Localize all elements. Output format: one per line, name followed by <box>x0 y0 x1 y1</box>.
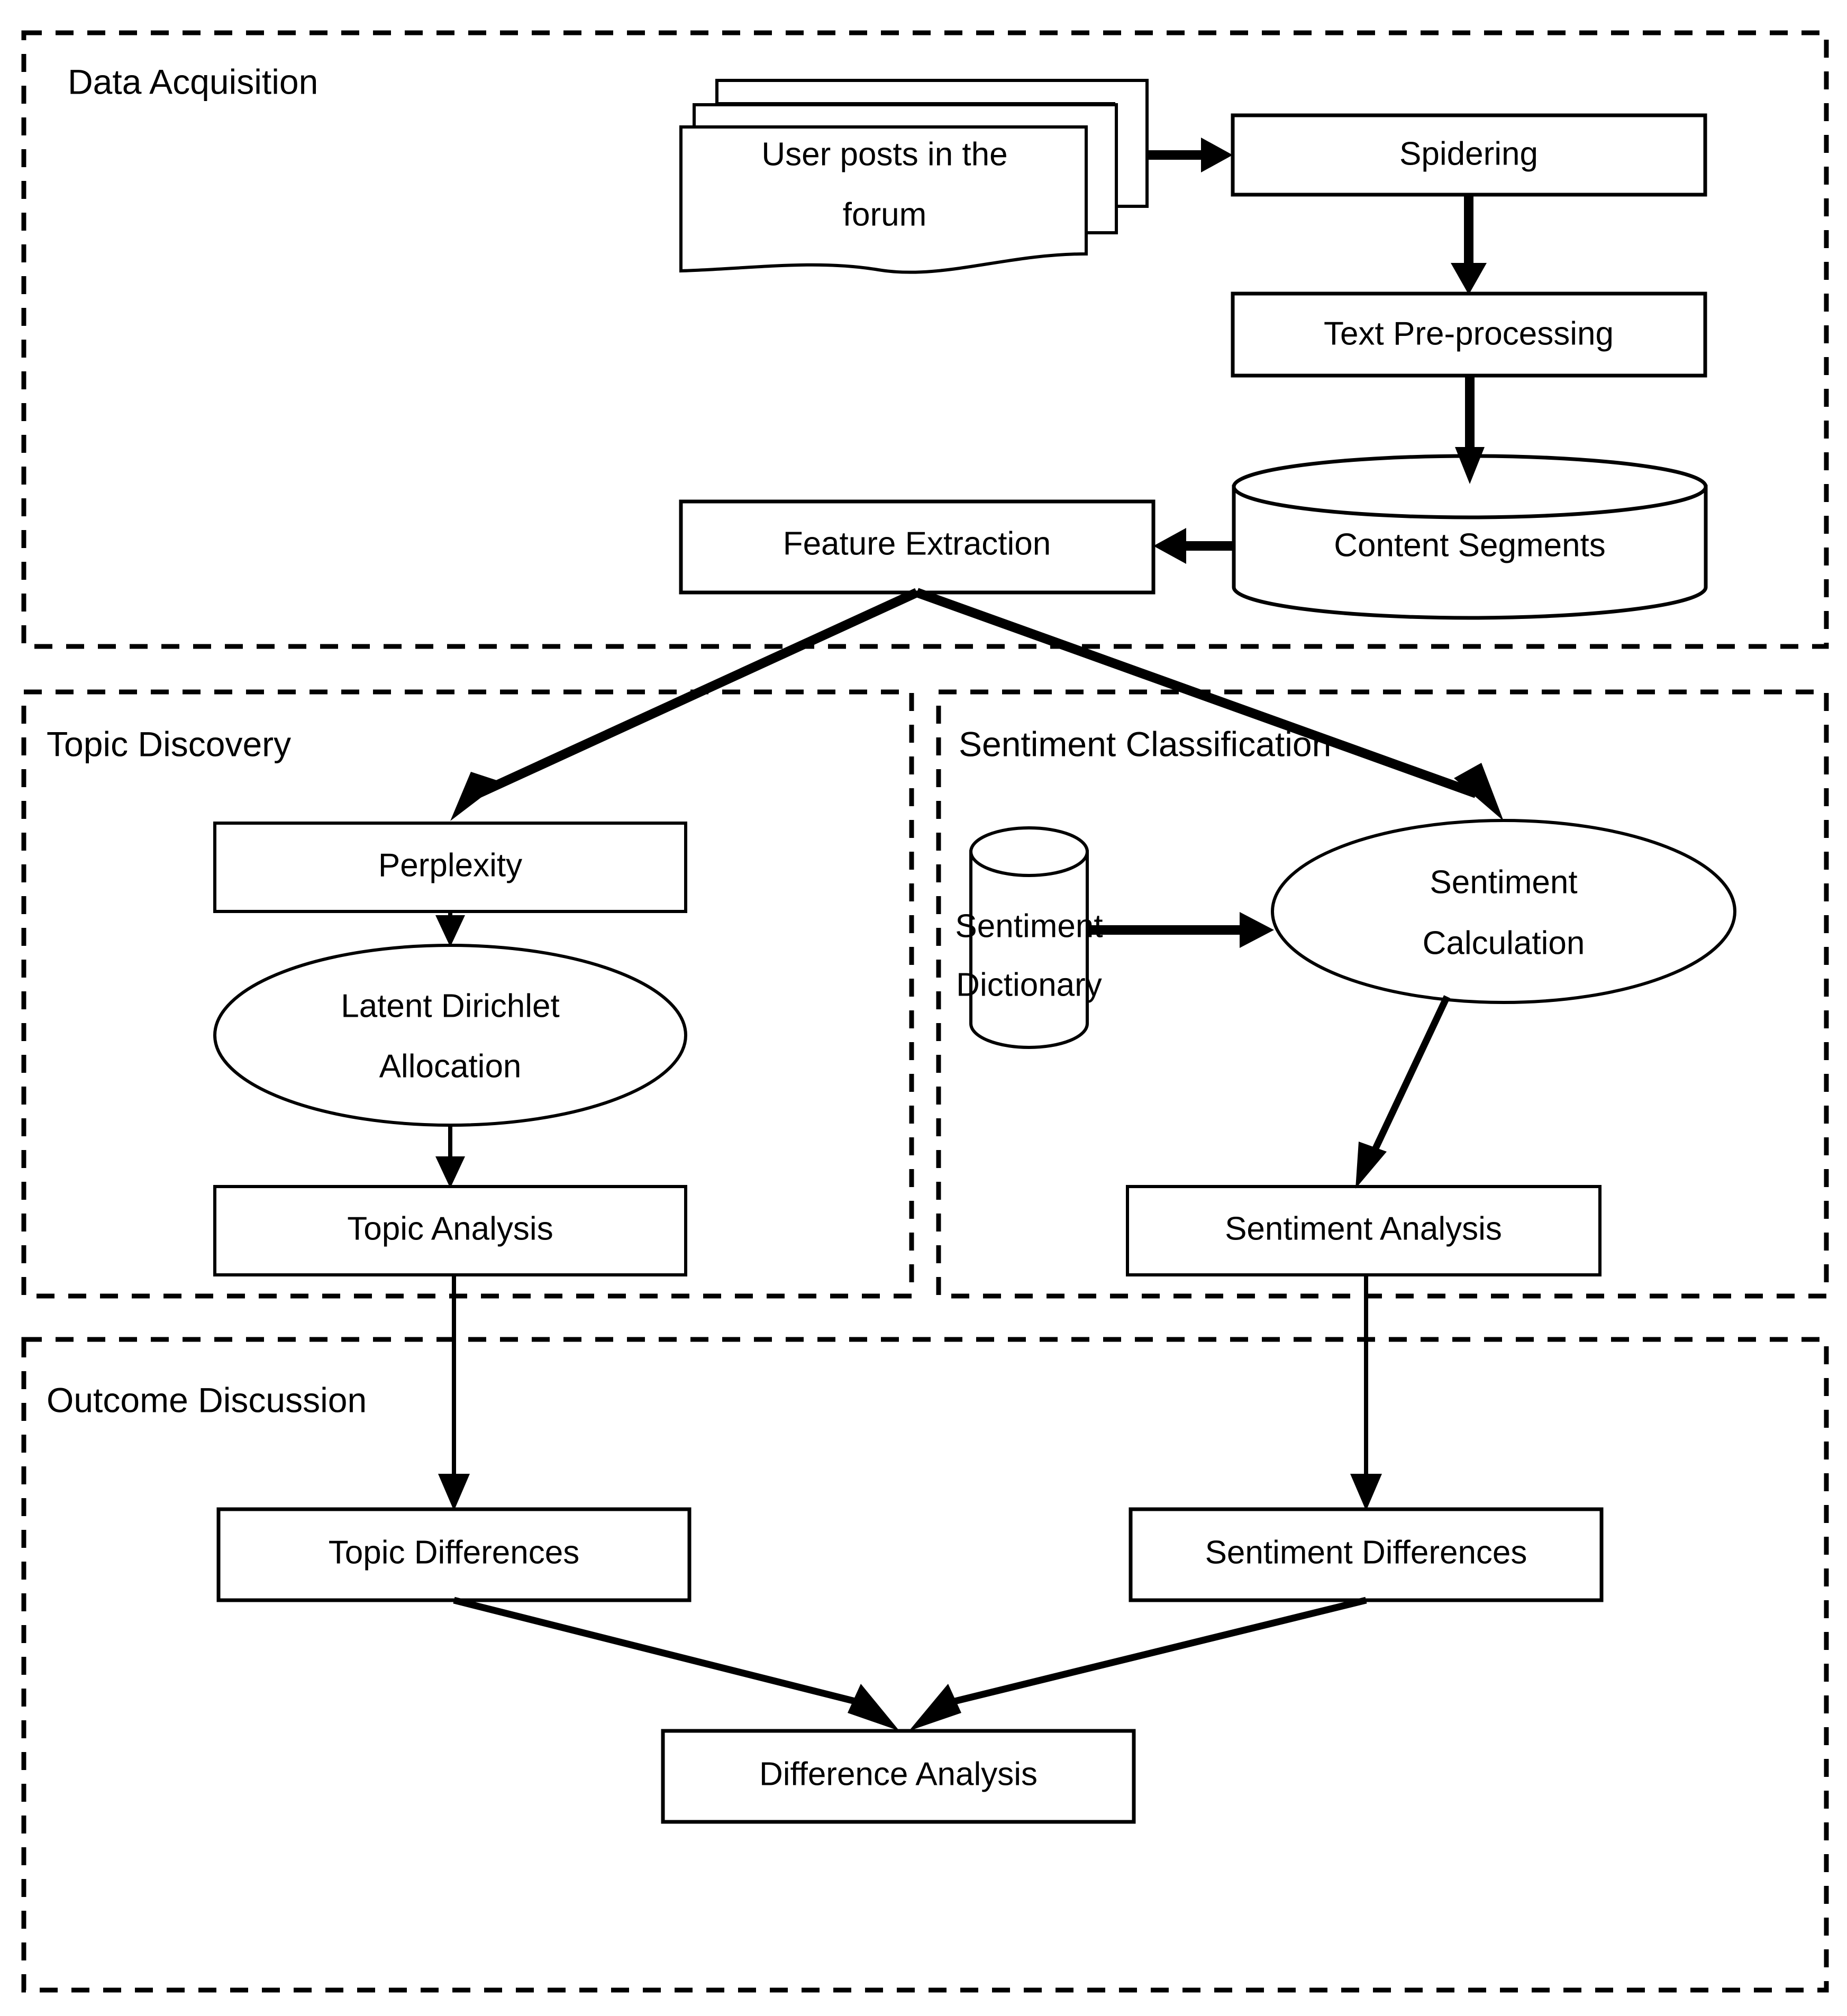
arrowhead-perplexity <box>450 772 502 821</box>
edge-topic-differences-to-difference-analysis <box>453 1597 899 1731</box>
user-posts-sheet-front <box>679 125 1088 274</box>
difference-analysis-box <box>661 1729 1136 1824</box>
arrowhead-sentiment-differences <box>1350 1474 1382 1511</box>
topic-differences-label: Topic Differences <box>329 1534 579 1571</box>
sentiment-analysis-label: Sentiment Analysis <box>1225 1210 1502 1247</box>
sentiment-calculation-label-line2: Calculation <box>1423 925 1585 961</box>
node-perplexity[interactable]: Perplexity <box>213 822 687 913</box>
arrowhead-lda <box>435 915 465 947</box>
edge-sentiment-calculation-to-sentiment-analysis <box>1355 995 1450 1189</box>
node-spidering[interactable]: Spidering <box>1231 113 1707 197</box>
arrowhead-sentiment-calculation <box>1454 763 1504 821</box>
user-posts-label-line2: forum <box>843 196 926 233</box>
sentiment-dictionary-label-line2: Dictionary <box>956 966 1102 1003</box>
text-preprocessing-label: Text Pre-processing <box>1324 315 1614 352</box>
feature-extraction-label: Feature Extraction <box>783 525 1051 562</box>
group-label-data-acquisition: Data Acquisition <box>68 62 318 101</box>
sentiment-calculation-label-line1: Sentiment <box>1430 864 1577 900</box>
edge-content-segments-to-feature-extraction <box>1153 528 1234 564</box>
text-preprocessing-box <box>1231 291 1707 378</box>
node-topic-differences[interactable]: Topic Differences <box>216 1507 692 1602</box>
node-sentiment-differences[interactable]: Sentiment Differences <box>1129 1507 1604 1602</box>
group-frame-outcome-discussion <box>21 1337 1829 1993</box>
node-feature-extraction[interactable]: Feature Extraction <box>679 499 1155 595</box>
edge-user-posts-to-spidering <box>1147 138 1233 172</box>
arrowhead-difference-analysis-right <box>909 1684 961 1731</box>
content-segments-label: Content Segments <box>1334 527 1606 563</box>
arrowhead-content-segments <box>1455 447 1485 484</box>
edge-text-preprocessing-to-content-segments <box>1455 376 1485 484</box>
lda-label-line1: Latent Dirichlet <box>341 988 560 1024</box>
edge-topic-analysis-to-topic-differences <box>438 1275 470 1511</box>
edge-feature-extraction-to-perplexity <box>450 588 919 821</box>
sentiment-calculation-ellipse <box>1271 819 1736 1004</box>
edge-sentiment-analysis-to-sentiment-differences <box>1350 1275 1382 1511</box>
sentiment-dictionary-body <box>969 850 1089 1049</box>
arrowhead-feature-extraction <box>1153 528 1186 564</box>
sentiment-differences-label: Sentiment Differences <box>1205 1534 1527 1571</box>
node-content-segments[interactable]: Content Segments <box>1232 454 1708 620</box>
arrowhead-topic-analysis <box>435 1156 465 1188</box>
topic-analysis-box <box>213 1185 687 1276</box>
edge-perplexity-to-lda <box>435 911 465 947</box>
user-posts-label-line1: User posts in the <box>761 136 1007 172</box>
lda-label-line2: Allocation <box>379 1048 522 1084</box>
edge-spidering-to-text-preprocessing <box>1451 195 1487 295</box>
group-label-topic-discovery: Topic Discovery <box>47 724 291 763</box>
edge-sentiment-dictionary-to-sentiment-calculation <box>1087 912 1274 948</box>
arrowhead-sentiment-calculation-from-dict <box>1240 912 1274 948</box>
edge-lda-to-topic-analysis <box>435 1125 465 1188</box>
perplexity-box <box>213 822 687 913</box>
content-segments-body <box>1232 485 1708 620</box>
node-sentiment-analysis[interactable]: Sentiment Analysis <box>1126 1185 1602 1276</box>
node-sentiment-calculation[interactable]: Sentiment Calculation <box>1271 819 1736 1004</box>
difference-analysis-label: Difference Analysis <box>759 1756 1038 1792</box>
group-frame-sentiment-classification <box>936 689 1829 1299</box>
node-topic-analysis[interactable]: Topic Analysis <box>213 1185 687 1276</box>
node-user-posts[interactable]: User posts in the forum <box>679 79 1149 274</box>
arrowhead-spidering <box>1201 138 1233 172</box>
arrowhead-topic-differences <box>438 1474 470 1511</box>
sentiment-differences-box <box>1129 1507 1604 1602</box>
spidering-label: Spidering <box>1399 135 1538 172</box>
node-difference-analysis[interactable]: Difference Analysis <box>661 1729 1136 1824</box>
topic-differences-box <box>216 1507 692 1602</box>
group-frame-topic-discovery <box>21 689 914 1299</box>
node-lda[interactable]: Latent Dirichlet Allocation <box>213 944 687 1127</box>
sentiment-analysis-box <box>1126 1185 1602 1276</box>
sentiment-dictionary-top <box>969 826 1089 877</box>
arrowhead-text-preprocessing <box>1451 263 1487 295</box>
perplexity-label: Perplexity <box>378 847 522 883</box>
edge-feature-extraction-to-sentiment-calculation <box>915 588 1504 821</box>
group-label-sentiment-classification: Sentiment Classification <box>959 724 1331 763</box>
sentiment-dictionary-label-line1: Sentiment <box>955 908 1103 944</box>
arrowhead-difference-analysis-left <box>848 1684 899 1731</box>
node-text-preprocessing[interactable]: Text Pre-processing <box>1231 291 1707 378</box>
arrowhead-sentiment-analysis <box>1355 1142 1387 1189</box>
group-frame-data-acquisition <box>21 30 1829 649</box>
node-sentiment-dictionary[interactable]: Sentiment Dictionary <box>955 826 1103 1049</box>
lda-ellipse <box>213 944 687 1127</box>
edge-sentiment-differences-to-difference-analysis <box>909 1597 1367 1731</box>
topic-analysis-label: Topic Analysis <box>347 1210 553 1247</box>
group-label-outcome-discussion: Outcome Discussion <box>47 1380 367 1419</box>
